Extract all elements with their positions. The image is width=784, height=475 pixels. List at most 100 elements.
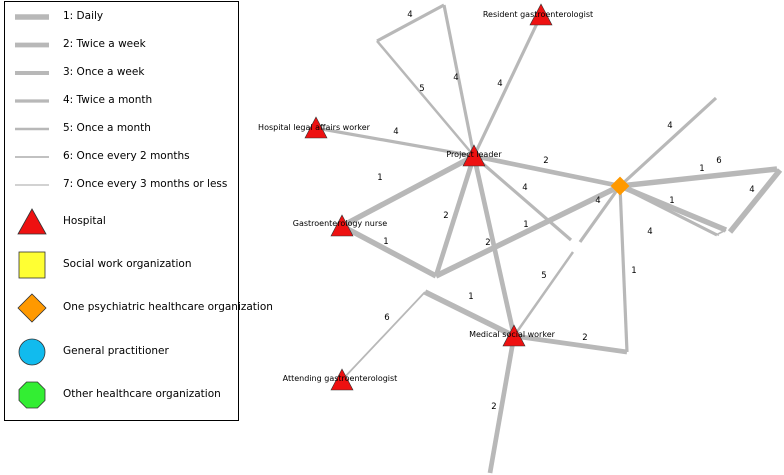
legend-label: Hospital <box>63 215 106 227</box>
edge-weight-label: 1 <box>699 164 704 174</box>
legend-label: 4: Twice a month <box>63 94 153 106</box>
edge-u11-u16 <box>717 229 727 235</box>
legend-item-psychiatric: One psychiatric healthcare organization <box>5 293 273 323</box>
edge-weight-label: 1 <box>523 220 528 230</box>
legend-item-once-a-month: 5: Once a month <box>5 119 240 139</box>
edge-weight-label: 6 <box>716 156 721 166</box>
legend-label: General practitioner <box>63 345 169 357</box>
nodes-layer: Project leader Resident gastroenterologis… <box>258 3 630 391</box>
node-label-project-leader: Project leader <box>446 150 502 159</box>
legend-item-general-practitioner: General practitioner <box>5 337 240 367</box>
edge-weight-label: 5 <box>541 271 546 281</box>
legend-label: Other healthcare organization <box>63 388 221 400</box>
edge-weight-label: 2 <box>543 156 548 166</box>
orange-diamond-icon <box>17 293 47 323</box>
node-label-attending-gastroenterologist: Attending gastroenterologist <box>283 374 398 383</box>
edge-u6-medical-social-worker <box>512 251 575 337</box>
legend-label: 6: Once every 2 months <box>63 150 190 162</box>
edge-u14-u15 <box>727 168 783 234</box>
node-label-resident-gastroenterologist: Resident gastroenterologist <box>483 10 593 19</box>
legend-item-daily: 1: Daily <box>5 7 240 27</box>
node-project-leader-triangle-icon <box>462 144 486 167</box>
legend-label: One psychiatric healthcare organization <box>63 301 273 313</box>
edge-weight-label: 2 <box>491 402 496 412</box>
legend-label: 3: Once a week <box>63 66 145 78</box>
yellow-square-icon <box>18 251 46 279</box>
edge-gastroenterology-nurse-u4 <box>340 223 438 279</box>
legend-label: 2: Twice a week <box>63 38 146 50</box>
blue-circle-icon <box>18 338 46 366</box>
line-weight-4-icon <box>15 99 49 103</box>
edge-medical-social-worker-u7 <box>513 333 628 355</box>
node-medical-social-worker-triangle-icon <box>502 324 526 347</box>
edge-weight-label: 2 <box>582 333 587 343</box>
green-octagon-icon <box>18 381 46 409</box>
edge-weight-label: 4 <box>497 79 502 89</box>
legend-label: 7: Once every 3 months or less <box>63 178 228 190</box>
legend-item-social-work: Social work organization <box>5 250 240 280</box>
line-weight-6-icon <box>15 156 49 158</box>
legend-label: Social work organization <box>63 258 192 270</box>
edge-psych-org-u12 <box>578 185 622 243</box>
line-weight-7-icon <box>15 184 49 186</box>
edge-u13-u16 <box>715 232 720 237</box>
node-label-medical-social-worker: Medical social worker <box>469 330 556 339</box>
edge-psych-org-u13 <box>619 184 718 237</box>
edge-project-leader-psych-org <box>473 153 621 189</box>
edges-layer <box>315 3 783 474</box>
edge-weight-label: 1 <box>631 266 636 276</box>
legend-label: 1: Daily <box>63 10 104 22</box>
edge-medical-social-worker-u8 <box>487 335 517 474</box>
node-gastroenterology-nurse-triangle-icon <box>330 214 354 237</box>
edge-weight-label: 5 <box>419 84 424 94</box>
legend: 1: Daily 2: Twice a week 3: Once a week … <box>4 1 273 421</box>
edge-psych-org-u10 <box>619 166 778 189</box>
edge-psych-org-u7 <box>618 185 629 353</box>
node-hospital-legal-affairs-worker-triangle-icon <box>304 116 328 139</box>
node-resident-gastroenterologist-triangle-icon <box>529 3 553 26</box>
line-weight-3-icon <box>15 71 49 75</box>
edge-u3-attending-gastroenterologist <box>341 291 426 381</box>
edge-u3-medical-social-worker <box>423 289 516 339</box>
legend-item-twice-a-week: 2: Twice a week <box>5 35 240 55</box>
node-label-hospital-legal-affairs-worker: Hospital legal affairs worker <box>258 123 371 132</box>
line-weight-1-icon <box>15 14 49 20</box>
edge-gastroenterology-nurse-project-leader <box>340 153 476 229</box>
legend-item-twice-a-month: 4: Twice a month <box>5 91 240 111</box>
legend-item-other-healthcare: Other healthcare organization <box>5 380 240 410</box>
node-attending-gastroenterologist-triangle-icon <box>330 368 354 391</box>
legend-item-once-every-3-months: 7: Once every 3 months or less <box>5 175 240 195</box>
legend-label: 5: Once a month <box>63 122 151 134</box>
edge-u2-project-leader <box>442 4 476 157</box>
edge-u1-u2 <box>376 3 445 43</box>
legend-item-hospital: Hospital <box>5 207 240 237</box>
edge-weight-label: 1 <box>669 196 674 206</box>
edge-weight-label: 2 <box>443 211 448 221</box>
node-label-gastroenterology-nurse: Gastroenterology nurse <box>293 219 388 228</box>
edge-weight-label: 6 <box>384 313 389 323</box>
edge-weight-label: 4 <box>453 73 458 83</box>
edge-project-leader-u4 <box>433 155 477 277</box>
line-weight-5-icon <box>15 127 49 131</box>
edge-hospital-legal-affairs-worker-project-leader <box>315 126 475 158</box>
edge-weight-label: 2 <box>485 238 490 248</box>
edge-resident-gastroenterologist-project-leader <box>472 14 543 157</box>
legend-item-once-a-week: 3: Once a week <box>5 63 240 83</box>
node-psych-org-diamond-icon <box>610 176 630 196</box>
edge-weight-label: 4 <box>749 185 754 195</box>
edge-u4-psych-org <box>434 183 622 279</box>
edge-weight-label: 4 <box>407 10 412 20</box>
edge-weight-label: 1 <box>383 237 388 247</box>
edge-u1-project-leader <box>376 40 475 157</box>
edge-weight-label: 1 <box>377 173 382 183</box>
edge-weight-label: 4 <box>393 127 398 137</box>
edge-weight-label: 4 <box>647 227 652 237</box>
legend-item-once-every-2-months: 6: Once every 2 months <box>5 147 240 167</box>
red-triangle-icon <box>17 208 47 235</box>
edge-psych-org-u9 <box>618 96 718 188</box>
edge-weight-label: 4 <box>522 183 527 193</box>
line-weight-2-icon <box>15 42 49 48</box>
